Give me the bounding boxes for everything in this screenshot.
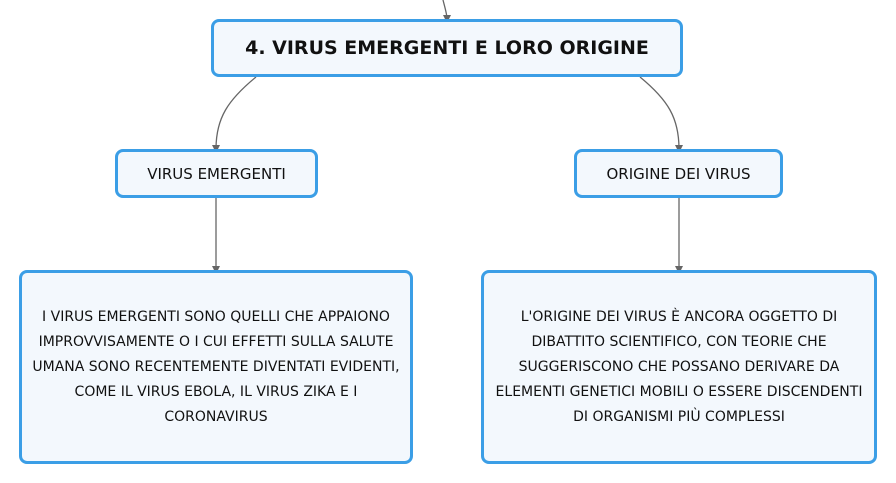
root-topic-node[interactable]: 4. VIRUS EMERGENTI E LORO ORIGINE — [211, 19, 683, 77]
topic-label-virus-emergenti: VIRUS EMERGENTI — [147, 164, 286, 183]
topic-label-origine-dei-virus: ORIGINE DEI VIRUS — [606, 164, 751, 183]
connector-root-to-origine-dei-virus — [639, 76, 683, 153]
detail-text-virus-emergenti: I VIRUS EMERGENTI SONO QUELLI CHE APPAIO… — [32, 308, 400, 425]
detail-node-virus-emergenti[interactable]: I VIRUS EMERGENTI SONO QUELLI CHE APPAIO… — [19, 270, 413, 464]
connector-root-to-virus-emergenti — [212, 76, 257, 153]
root-topic-title: 4. VIRUS EMERGENTI E LORO ORIGINE — [245, 37, 649, 59]
topic-node-origine-dei-virus[interactable]: ORIGINE DEI VIRUS — [574, 149, 783, 198]
topic-node-virus-emergenti[interactable]: VIRUS EMERGENTI — [115, 149, 318, 198]
detail-node-origine-dei-virus[interactable]: L'ORIGINE DEI VIRUS È ANCORA OGGETTO DI … — [481, 270, 877, 464]
connector-parent-to-root — [442, 0, 451, 23]
detail-text-origine-dei-virus: L'ORIGINE DEI VIRUS È ANCORA OGGETTO DI … — [495, 308, 863, 425]
